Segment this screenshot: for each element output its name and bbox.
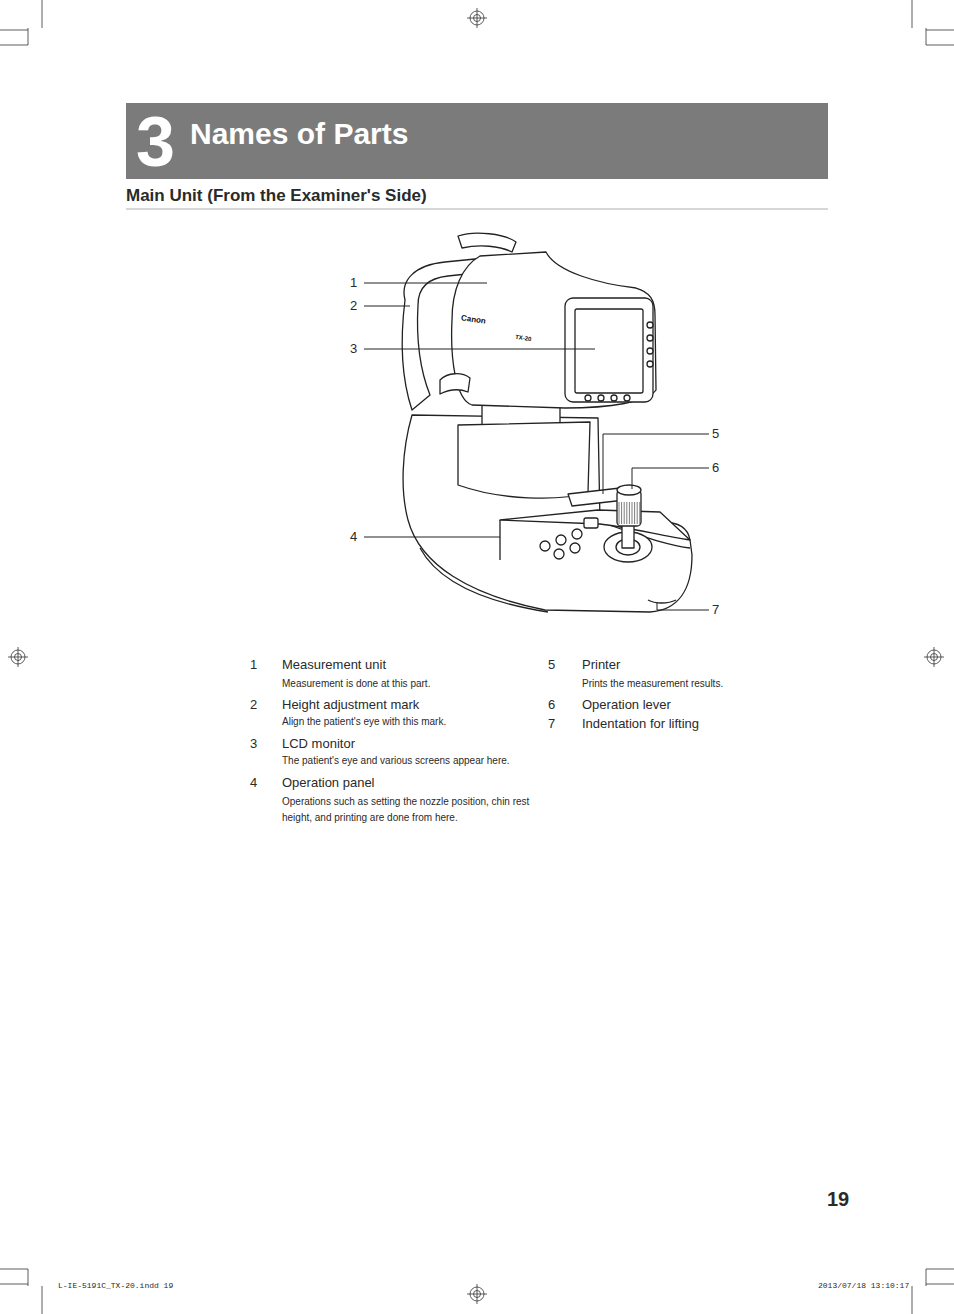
list-number: 4 [250,775,257,791]
knurl-stroke [639,502,640,524]
file-footer: L-IE-5191C_TX-20.indd 19 [58,1281,173,1291]
part-name: Indentation for lifting [582,716,699,732]
drawing-stroke [572,529,582,539]
drawing-stroke [556,535,566,545]
chapter-band: 3 Names of Parts [126,103,828,179]
drawing-stroke [0,0,42,45]
drawing-stroke [0,1269,42,1314]
chapter-title: Names of Parts [190,116,408,152]
page-number: 19 [827,1187,849,1211]
drawing-stroke [617,485,641,495]
drawing-stroke [364,283,487,284]
measurement-unit [452,252,656,408]
drawing-stroke [647,322,653,328]
section-rule [126,209,828,210]
callout-number: 2 [350,298,357,314]
callout-number: 5 [712,426,719,442]
drawing-stroke [924,647,944,667]
list-number: 5 [548,657,555,673]
callout-number: 7 [712,602,719,618]
drawing-stroke [647,348,653,354]
lcd-bezel [565,298,653,402]
list-number: 1 [250,657,257,673]
drawing-stroke [584,518,598,528]
drawing-stroke [624,395,630,401]
part-name: Operation panel [282,775,375,791]
nozzle [440,374,470,394]
list-number: 3 [250,736,257,752]
base-body [403,415,692,612]
callout-number: 4 [350,529,357,545]
lift-indentation [648,600,676,603]
panel-buttons [540,518,598,559]
drawing-stroke [8,647,28,667]
drawing-stroke [364,306,410,307]
drawing-stroke [554,549,564,559]
part-name: Printer [582,657,620,673]
knurl-stroke [619,502,620,524]
drawing-stroke [912,0,954,45]
knurl-stroke [629,502,630,524]
callout-number: 3 [350,341,357,357]
base-lower-band [420,520,690,612]
drawing-stroke [540,541,550,551]
knurling [619,502,640,524]
list-number: 2 [250,697,257,713]
drawing-stroke [632,468,709,489]
list-number: 7 [548,716,555,732]
drawing-stroke [912,1269,954,1314]
knurl-stroke [632,502,633,524]
part-name: Operation lever [582,697,671,713]
part-description: Measurement is done at this part. [282,678,430,690]
drawing-stroke [570,543,580,553]
lcd-screen [575,309,643,393]
device [402,233,692,612]
callout-number: 6 [712,460,719,476]
knurl-stroke [637,502,638,524]
drawing-stroke [603,434,709,494]
monitor-buttons [585,322,653,401]
knurl-stroke [634,502,635,524]
knurl-stroke [624,502,625,524]
part-name: Measurement unit [282,657,386,673]
shroud [458,422,590,498]
drawing-stroke [364,349,595,350]
knurl-stroke [621,502,622,524]
date-footer: 2013/07/18 13:10:17 [818,1281,909,1291]
part-name: Height adjustment mark [282,697,419,713]
part-name: LCD monitor [282,736,355,752]
part-description: Prints the measurement results. [582,678,723,690]
chapter-number: 3 [136,107,175,177]
drawing-stroke [585,395,591,401]
callout-number: 1 [350,275,357,291]
part-description: Operations such as setting the nozzle po… [282,794,530,825]
drawing-stroke [647,361,653,367]
drawing-stroke [467,1284,487,1304]
drawing-stroke [364,537,500,538]
knurl-stroke [626,502,627,524]
leader-lines [364,283,709,610]
registration-targets [8,8,944,1304]
drawing-stroke [647,335,653,341]
operation-panel-top [500,510,690,540]
forehead-rest [458,233,516,252]
drawing-stroke [598,395,604,401]
list-number: 6 [548,697,555,713]
section-heading: Main Unit (From the Examiner's Side) [126,186,427,206]
drawing-stroke [611,395,617,401]
part-description: The patient's eye and various screens ap… [282,755,510,767]
part-description: Align the patient's eye with this mark. [282,716,446,728]
drawing-stroke [657,602,709,610]
drawing-stroke [467,8,487,28]
